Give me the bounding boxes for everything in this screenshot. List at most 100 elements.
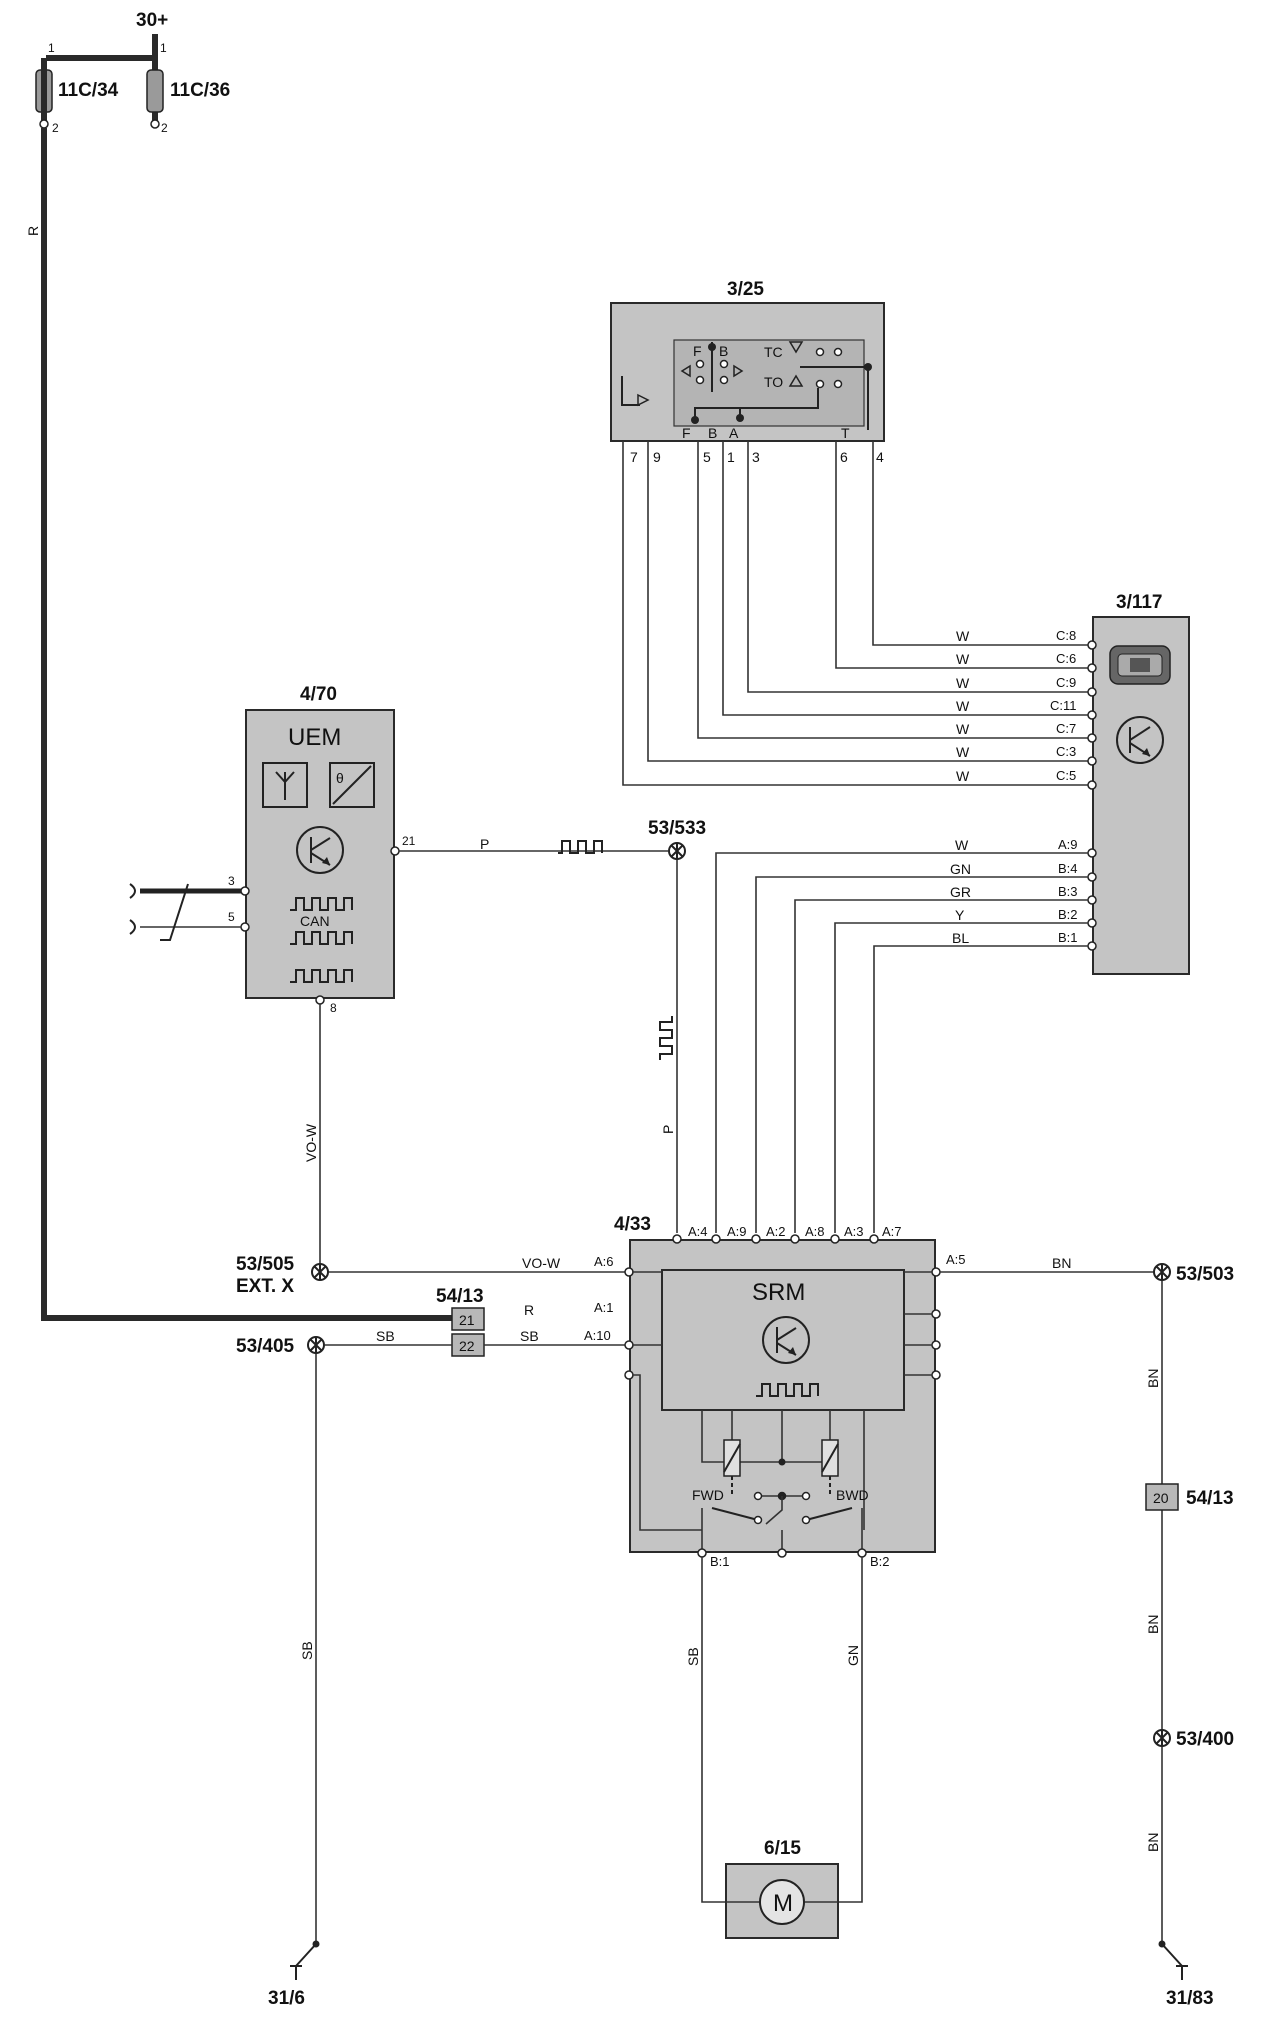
- wires-motor: SB GN: [685, 1557, 863, 1903]
- splice-53-505: 53/505 EXT. X: [236, 1254, 329, 1297]
- uem-pin-5: 5: [228, 910, 235, 924]
- fuse-11c-36-pin-bottom: 2: [161, 121, 168, 135]
- ground-31-6: 31/6: [268, 1940, 320, 2009]
- pin-c3: C:3: [1056, 744, 1076, 759]
- fuse-11c-36-pin-top: 1: [160, 41, 167, 55]
- srm-pin-a4: A:4: [688, 1224, 708, 1239]
- transistor-icon: [296, 826, 344, 874]
- wire-color-c3: W: [956, 744, 970, 760]
- supply-label: 30+: [136, 10, 168, 31]
- fuse-11c-34-label: 11C/34: [58, 80, 119, 101]
- switch-pin-1: 1: [727, 449, 735, 465]
- connector-pin-20: 20: [1153, 1490, 1169, 1506]
- wire-vo-w: VO-W VO-W: [303, 1004, 628, 1273]
- wires-3-25-to-3-117: W W W W W W W: [622, 441, 1088, 786]
- uem-pin-3: 3: [228, 874, 235, 888]
- pin-c6: C:6: [1056, 651, 1076, 666]
- wires-3-117-to-srm: W GN GR Y BL: [715, 837, 1088, 1233]
- wire-p: P P: [399, 836, 678, 1233]
- wire-color-b2: Y: [955, 907, 965, 923]
- wire-bn-label-2: BN: [1145, 1615, 1161, 1634]
- switch-bottom-t: T: [841, 425, 850, 441]
- pin-b3: B:3: [1058, 884, 1078, 899]
- srm-pin-b1: B:1: [710, 1554, 730, 1569]
- pin-c11: C:11: [1050, 698, 1077, 713]
- ground-31-83-label: 31/83: [1166, 1988, 1214, 2009]
- splice-53-400: 53/400: [1153, 1729, 1234, 1750]
- can-bus-wires: [129, 883, 241, 941]
- uem-pin-21: 21: [402, 834, 416, 848]
- motor-icon: [759, 1879, 805, 1925]
- wire-color-a9: W: [955, 837, 969, 853]
- wire-bn: BN BN BN BN: [940, 1255, 1163, 1942]
- switch-bottom-b: B: [708, 425, 717, 441]
- pin-b1: B:1: [1058, 930, 1078, 945]
- switch-pin-9: 9: [653, 449, 661, 465]
- wire-gn-motor-label: GN: [845, 1645, 861, 1666]
- wire-color-c11: W: [956, 698, 970, 714]
- wire-r-main: R: [25, 128, 460, 1321]
- wire-sb-label-vertical: SB: [299, 1641, 315, 1660]
- switch-inner-b: B: [719, 343, 728, 359]
- fuse-11c-36: 1 11C/36 2: [146, 41, 230, 135]
- pin-b2: B:2: [1058, 907, 1078, 922]
- srm-pin-a10: A:10: [584, 1328, 611, 1343]
- splice-53-505-sub: EXT. X: [236, 1276, 294, 1297]
- splice-53-533-label: 53/533: [648, 818, 706, 839]
- motor-id: 6/15: [764, 1838, 801, 1859]
- srm-pin-b2: B:2: [870, 1554, 890, 1569]
- connector-54-13-right: 20 54/13: [1145, 1483, 1234, 1511]
- splice-53-400-label: 53/400: [1176, 1729, 1234, 1750]
- wire-color-c5: W: [956, 768, 970, 784]
- switch-pin-5: 5: [703, 449, 711, 465]
- svg-text:θ: θ: [336, 770, 344, 786]
- pin-c5: C:5: [1056, 768, 1076, 783]
- splice-53-503: 53/503: [1153, 1263, 1234, 1285]
- srm-title: SRM: [752, 1279, 805, 1306]
- srm-pin-a3: A:3: [844, 1224, 864, 1239]
- wire-color-b1: BL: [952, 930, 969, 946]
- switch-3-25: 3/25 F B TC TO F B A T: [610, 279, 885, 465]
- fuse-11c-34-pin-bottom: 2: [52, 121, 59, 135]
- module-3-117-id: 3/117: [1116, 592, 1163, 613]
- uem-can-label: CAN: [300, 913, 330, 929]
- thermo-icon: [329, 762, 375, 808]
- wire-bn-label-1: BN: [1145, 1369, 1161, 1388]
- switch-pin-4: 4: [876, 449, 884, 465]
- pin-c9: C:9: [1056, 675, 1076, 690]
- splice-53-533: 53/533: [648, 818, 706, 860]
- fuse-11c-34-pin-top: 1: [48, 41, 55, 55]
- wire-bn-label-horizontal: BN: [1052, 1255, 1071, 1271]
- switch-pin-3: 3: [752, 449, 760, 465]
- uem-id: 4/70: [300, 684, 337, 705]
- wire-bn-label-3: BN: [1145, 1833, 1161, 1852]
- splice-53-405-label: 53/405: [236, 1336, 295, 1357]
- wire-vo-w-label-vertical: VO-W: [303, 1123, 319, 1162]
- pin-c8: C:8: [1056, 628, 1076, 643]
- srm-pin-a5: A:5: [946, 1252, 966, 1267]
- connector-pin-21: 21: [459, 1312, 475, 1328]
- pin-a9-3117: A:9: [1058, 837, 1078, 852]
- srm-pin-a2: A:2: [766, 1224, 786, 1239]
- switch-3-25-id: 3/25: [727, 279, 764, 300]
- wire-sb-label-right: SB: [520, 1328, 539, 1344]
- splice-53-505-label: 53/505: [236, 1254, 295, 1275]
- switch-bottom-a: A: [729, 425, 739, 441]
- srm-id: 4/33: [614, 1214, 651, 1235]
- wire-sb-label-left: SB: [376, 1328, 395, 1344]
- motor-6-15: 6/15 M: [725, 1838, 839, 1939]
- connector-54-13-label-left: 54/13: [436, 1286, 484, 1307]
- motor-symbol: M: [773, 1890, 793, 1917]
- uem-title: UEM: [288, 724, 341, 751]
- srm-pin-a7: A:7: [882, 1224, 902, 1239]
- wire-color-b3: GR: [950, 884, 971, 900]
- module-3-117: 3/117 C:8 C:6 C:9 C:11 C:7 C:3 C:5 A:9 B…: [1050, 592, 1190, 975]
- wire-sb-a10: SB SB SB: [299, 1328, 628, 1942]
- splice-53-503-label: 53/503: [1176, 1264, 1234, 1285]
- wire-r-label-vertical: R: [25, 226, 41, 236]
- uem-module: 4/70 UEM θ CAN 21 3 5 8: [228, 684, 416, 1015]
- wire-color-c9: W: [956, 675, 970, 691]
- connector-pin-22: 22: [459, 1338, 475, 1354]
- splice-53-405: 53/405: [236, 1336, 325, 1357]
